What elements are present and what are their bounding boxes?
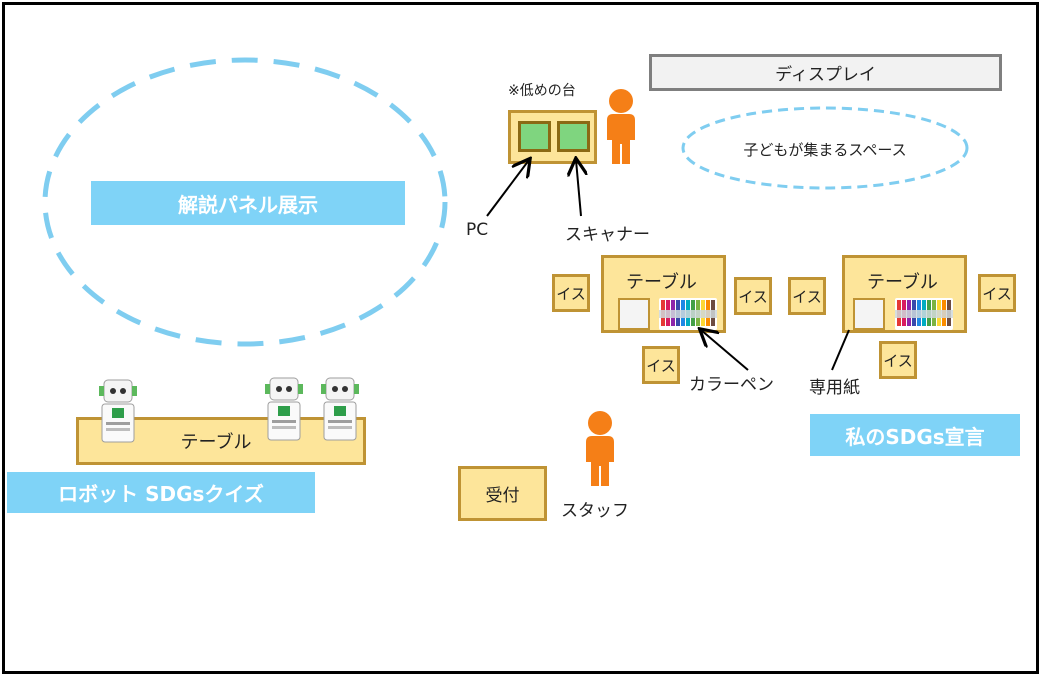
chair: イス	[879, 341, 917, 379]
table-label: テーブル	[626, 272, 697, 293]
scanner-label: スキャナー	[565, 225, 650, 245]
special-paper	[853, 298, 885, 330]
pc-screen	[518, 121, 551, 152]
display-label: ディスプレイ	[775, 65, 876, 85]
panel-area-ellipse	[42, 57, 448, 347]
pc-arrow	[486, 160, 529, 217]
chair-label: イス	[646, 356, 676, 375]
reception-label: 受付	[485, 486, 520, 506]
chair: イス	[734, 277, 772, 315]
scanner-screen	[557, 121, 590, 152]
sdgs-declaration-banner: 私のSDGs宣言	[810, 414, 1020, 456]
chair: イス	[642, 346, 680, 384]
chair: イス	[978, 274, 1016, 312]
robot-quiz-label: ロボット SDGsクイズ	[58, 482, 264, 506]
color-markers-icon	[659, 298, 717, 330]
robot-icon	[321, 377, 359, 441]
chair: イス	[788, 277, 826, 315]
person-icon	[586, 411, 614, 486]
paper-arrow	[831, 329, 850, 371]
table-label: テーブル	[867, 272, 938, 293]
panel-exhibit-label: 解説パネル展示	[178, 192, 318, 217]
sdgs-table-right: テーブル	[842, 255, 967, 333]
robot-icon	[265, 377, 303, 441]
robot-quiz-banner: ロボット SDGsクイズ	[7, 472, 315, 513]
chair-label: イス	[738, 287, 768, 306]
panel-exhibit-banner: 解説パネル展示	[91, 181, 405, 225]
sdgs-declaration-label: 私のSDGs宣言	[845, 424, 985, 449]
color-pen-arrow	[701, 330, 749, 371]
chair-label: イス	[883, 351, 913, 370]
sdgs-table-left: テーブル	[601, 255, 726, 333]
color-markers-icon	[895, 298, 953, 330]
color-pen-label: カラーペン	[689, 375, 774, 395]
kids-space-label: 子どもが集まるスペース	[743, 140, 907, 159]
robot-icon	[99, 379, 137, 443]
chair: イス	[552, 274, 590, 312]
low-stand-label: ※低めの台	[508, 83, 576, 99]
person-icon	[607, 89, 635, 164]
staff-label: スタッフ	[561, 501, 629, 521]
special-paper	[618, 298, 650, 330]
scanner-arrow	[576, 160, 581, 217]
reception-desk: 受付	[458, 466, 547, 521]
pc-label: PC	[466, 220, 489, 240]
chair-label: イス	[556, 284, 586, 303]
chair-label: イス	[982, 284, 1012, 303]
kids-space-ellipse	[681, 106, 969, 190]
display: ディスプレイ	[649, 54, 1002, 91]
table-label: テーブル	[180, 432, 252, 453]
paper-label: 専用紙	[809, 378, 860, 398]
chair-label: イス	[792, 287, 822, 306]
low-stand	[508, 110, 597, 164]
